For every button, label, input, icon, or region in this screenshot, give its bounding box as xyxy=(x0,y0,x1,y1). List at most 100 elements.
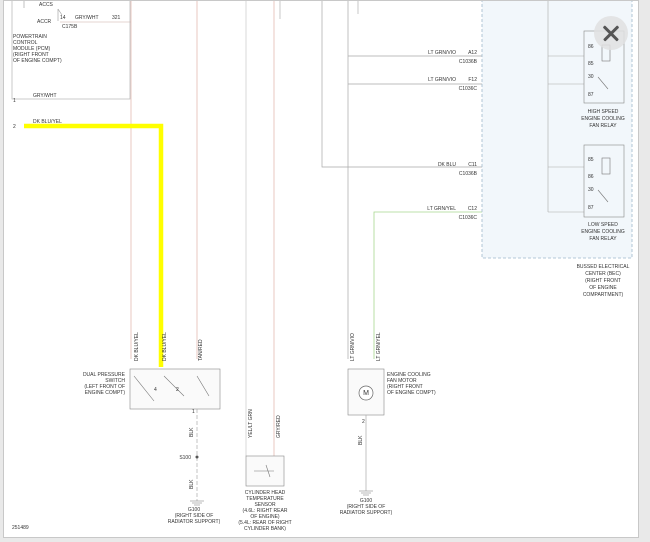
pcm-box xyxy=(11,1,131,100)
dps-ground-title-1: G100 xyxy=(188,507,200,513)
motor-ground-icon xyxy=(359,490,373,496)
dps-box xyxy=(129,368,221,410)
bec-connections: LT GRN/VIO A12 C1036B LT GRN/VIO F12 C10… xyxy=(427,50,477,221)
high-relay-title-2: ENGINE COOLING xyxy=(581,116,625,122)
pcm-switch-contact xyxy=(57,8,63,16)
dps-title-3: (LEFT FRONT OF xyxy=(84,384,125,390)
chts-wire-2: GRY/RED xyxy=(276,415,282,438)
pcm-connector-c175b: C175B xyxy=(62,24,78,30)
low-relay-box xyxy=(583,144,625,218)
dps-wire-2: DK BLU/YEL xyxy=(162,332,168,361)
dps-title-1: DUAL PRESSURE xyxy=(83,372,126,378)
bec-conn-1: C1036B xyxy=(459,59,478,65)
wiring-diagram-page: ACCS ACCR 14 GRY/WHT 321 C175B POWERTRAI… xyxy=(3,0,639,538)
chts-title-2: TEMPERATURE xyxy=(246,496,284,502)
pcm-row2-pin: 2 xyxy=(13,124,16,130)
pcm-label-accr: ACCR xyxy=(37,19,52,25)
diagram-id: 251489 xyxy=(12,525,29,531)
pcm-title-1: POWERTRAIN xyxy=(13,34,47,40)
chts-title-5: OF ENGINE) xyxy=(250,514,280,520)
bec-title-5: COMPARTMENT) xyxy=(583,292,624,298)
chts-title-7: CYLINDER BANK) xyxy=(244,526,286,532)
close-icon[interactable] xyxy=(594,16,628,50)
pcm-pin-14: 14 xyxy=(60,15,66,21)
low-pin-85: 85 xyxy=(588,157,594,163)
chts-title-3: SENSOR xyxy=(254,502,276,508)
motor-bottom-pin: 2 xyxy=(362,419,365,425)
pcm-module: ACCS ACCR 14 GRY/WHT 321 C175B POWERTRAI… xyxy=(11,1,131,130)
high-relay-title-3: FAN RELAY xyxy=(589,123,617,129)
motor-symbol-m: M xyxy=(363,390,369,397)
bec-conn-3: C1036B xyxy=(459,171,478,177)
bec-conn-2: C1036C xyxy=(459,86,478,92)
dps-ground-icon xyxy=(190,500,204,506)
pcm-title-2: CONTROL xyxy=(13,40,38,46)
bec-wire-1: LT GRN/VIO xyxy=(428,50,456,56)
bec-pin-1: A12 xyxy=(468,50,477,56)
motor-ground-wire-label: BLK xyxy=(358,435,364,445)
dps-pin-bot-4: 4 xyxy=(154,387,157,393)
low-relay-coil xyxy=(601,157,611,175)
bec-wire-2: LT GRN/VIO xyxy=(428,77,456,83)
dps-ground-wire-label: BLK xyxy=(189,427,195,437)
low-pin-87: 87 xyxy=(588,205,594,211)
pcm-title-5: OF ENGINE COMPT) xyxy=(13,58,62,64)
bec-pin-4: C12 xyxy=(468,206,477,212)
bec-title-4: OF ENGINE xyxy=(589,285,617,291)
wire-dk-blu-bec xyxy=(321,1,482,168)
motor-symbol xyxy=(358,385,374,401)
pcm-title-3: MODULE (PCM) xyxy=(13,46,51,52)
bec-pin-3: C11 xyxy=(468,162,477,168)
chts-thermistor-icon xyxy=(254,464,274,478)
pcm-row2-wire: DK BLU/YEL xyxy=(33,119,62,125)
low-relay-title-1: LOW SPEED xyxy=(588,222,618,228)
cylinder-head-temp-sensor: YEL/LT GRN GRY/RED 2 1 CYLINDER HEAD TEM… xyxy=(238,409,291,532)
high-relay-title-1: HIGH SPEED xyxy=(588,109,619,115)
motor-wire-2: LT GRN/YEL xyxy=(376,332,382,361)
pcm-title-4: (RIGHT FRONT xyxy=(13,52,49,58)
bec-wire-4: LT GRN/YEL xyxy=(427,206,456,212)
motor-ground-title-3: RADIATOR SUPPORT) xyxy=(340,510,393,516)
dps-ground-wire-lower: BLK xyxy=(189,479,195,489)
pcm-row1-wire: GRY/WHT xyxy=(33,93,57,99)
high-pin-30: 30 xyxy=(588,74,594,80)
chts-title-4: (4.6L: RIGHT REAR xyxy=(243,508,288,514)
dps-title-2: SWITCH xyxy=(105,378,125,384)
dps-wire-1: DK BLU/YEL xyxy=(134,332,140,361)
wiring-diagram: ACCS ACCR 14 GRY/WHT 321 C175B POWERTRAI… xyxy=(11,1,633,532)
low-relay-title-3: FAN RELAY xyxy=(589,236,617,242)
highlighted-wire-dk-blu-yel[interactable] xyxy=(24,123,164,367)
motor-title-1: ENGINE COOLING xyxy=(387,372,431,378)
bec-title-3: (RIGHT FRONT xyxy=(585,278,621,284)
low-speed-relay: 85 86 30 87 xyxy=(583,144,625,218)
pcm-row1-pin: 1 xyxy=(13,98,16,104)
motor-wire-1: LT GRN/VIO xyxy=(350,333,356,361)
engine-cooling-fan-motor: LT GRN/VIO LT GRN/YEL 1 3 M 2 ENGINE COO… xyxy=(340,332,436,516)
dps-ground-title-2: (RIGHT SIDE OF xyxy=(175,513,214,519)
wire-lt-grn-yel xyxy=(373,211,482,359)
chts-title-1: CYLINDER HEAD xyxy=(245,490,286,496)
low-pin-30: 30 xyxy=(588,187,594,193)
bec-conn-4: C1036C xyxy=(459,215,478,221)
motor-title-4: OF ENGINE COMPT) xyxy=(387,390,436,396)
dps-pin-bot-2: 2 xyxy=(176,387,179,393)
pcm-pin-321: 321 xyxy=(112,15,121,21)
bec-title-2: CENTER (BEC) xyxy=(585,271,621,277)
low-pin-86: 86 xyxy=(588,174,594,180)
bec-wire-3: DK BLU xyxy=(438,162,456,168)
dps-contacts xyxy=(133,375,210,402)
low-relay-title-2: ENGINE COOLING xyxy=(581,229,625,235)
dps-splice-dot xyxy=(195,455,199,459)
dps-title-4: ENGINE COMPT) xyxy=(85,390,126,396)
chts-title-6: (5.4L: REAR OF RIGHT xyxy=(238,520,291,526)
bec-pin-2: F12 xyxy=(468,77,477,83)
dps-wire-3: TAN/RED xyxy=(198,339,204,361)
high-pin-87: 87 xyxy=(588,92,594,98)
high-pin-86: 86 xyxy=(588,44,594,50)
motor-title-2: FAN MOTOR xyxy=(387,378,417,384)
dual-pressure-switch: DK BLU/YEL DK BLU/YEL TAN/RED 1 3 2 4 2 … xyxy=(83,332,221,525)
bec-title-1: BUSSED ELECTRICAL xyxy=(577,264,630,270)
motor-ground-title-2: (RIGHT SIDE OF xyxy=(347,504,386,510)
motor-ground-title-1: G100 xyxy=(360,498,372,504)
high-pin-85: 85 xyxy=(588,61,594,67)
